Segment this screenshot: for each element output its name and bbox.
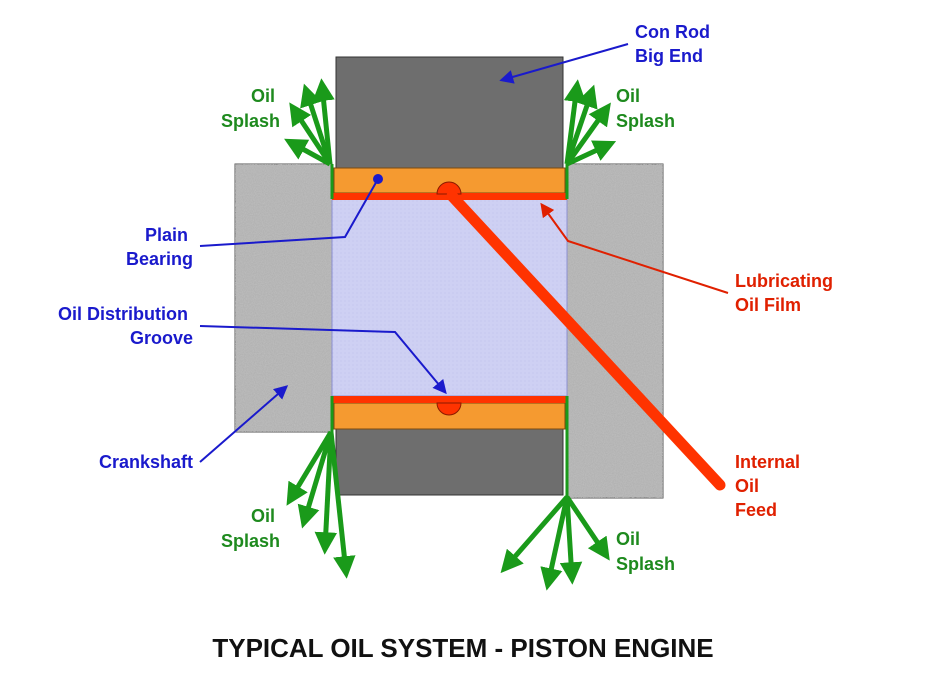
crankshaft-right-web	[566, 163, 664, 499]
leader-plain-bearing	[199, 174, 383, 247]
leader-con-rod	[499, 43, 629, 84]
crankshaft-left-web	[234, 163, 333, 433]
oil-splash-arrows-bottom-right	[500, 495, 610, 591]
crank-pin-journal	[331, 198, 568, 397]
leader-crankshaft	[199, 385, 289, 463]
con-rod-big-end-top	[335, 56, 564, 170]
oil-groove-upper	[436, 181, 462, 195]
side-oil-lines	[330, 164, 569, 497]
con-rod-big-end-bottom	[335, 428, 564, 496]
internal-oil-feed	[446, 190, 726, 491]
oil-splash-arrows-top-left	[284, 78, 335, 167]
oil-groove-label: Oil Distribution Groove	[58, 304, 193, 348]
oil-splash-label-top-right: Oil Splash	[616, 86, 675, 131]
oil-splash-arrows-bottom-left	[286, 430, 356, 579]
oil-film-lower	[332, 396, 567, 403]
internal-oil-feed-label: Internal Oil Feed	[735, 452, 805, 520]
oil-splash-label-bottom-left: Oil Splash	[221, 506, 280, 551]
con-rod-label: Con Rod Big End	[635, 22, 715, 66]
plain-bearing-label: Plain Bearing	[126, 225, 193, 269]
oil-splash-arrows-top-right	[563, 79, 617, 167]
oil-groove-lower	[436, 402, 462, 416]
leader-oil-groove	[199, 325, 447, 395]
page-title: TYPICAL OIL SYSTEM - PISTON ENGINE	[212, 633, 713, 663]
oil-splash-label-bottom-right: Oil Splash	[616, 529, 675, 574]
lubricating-film-label: Lubricating Oil Film	[735, 271, 838, 315]
crankshaft-label: Crankshaft	[99, 452, 193, 472]
oil-splash-label-top-left: Oil Splash	[221, 86, 280, 131]
plain-bearing-lower	[333, 402, 566, 430]
leader-lubricating-film	[540, 202, 729, 294]
